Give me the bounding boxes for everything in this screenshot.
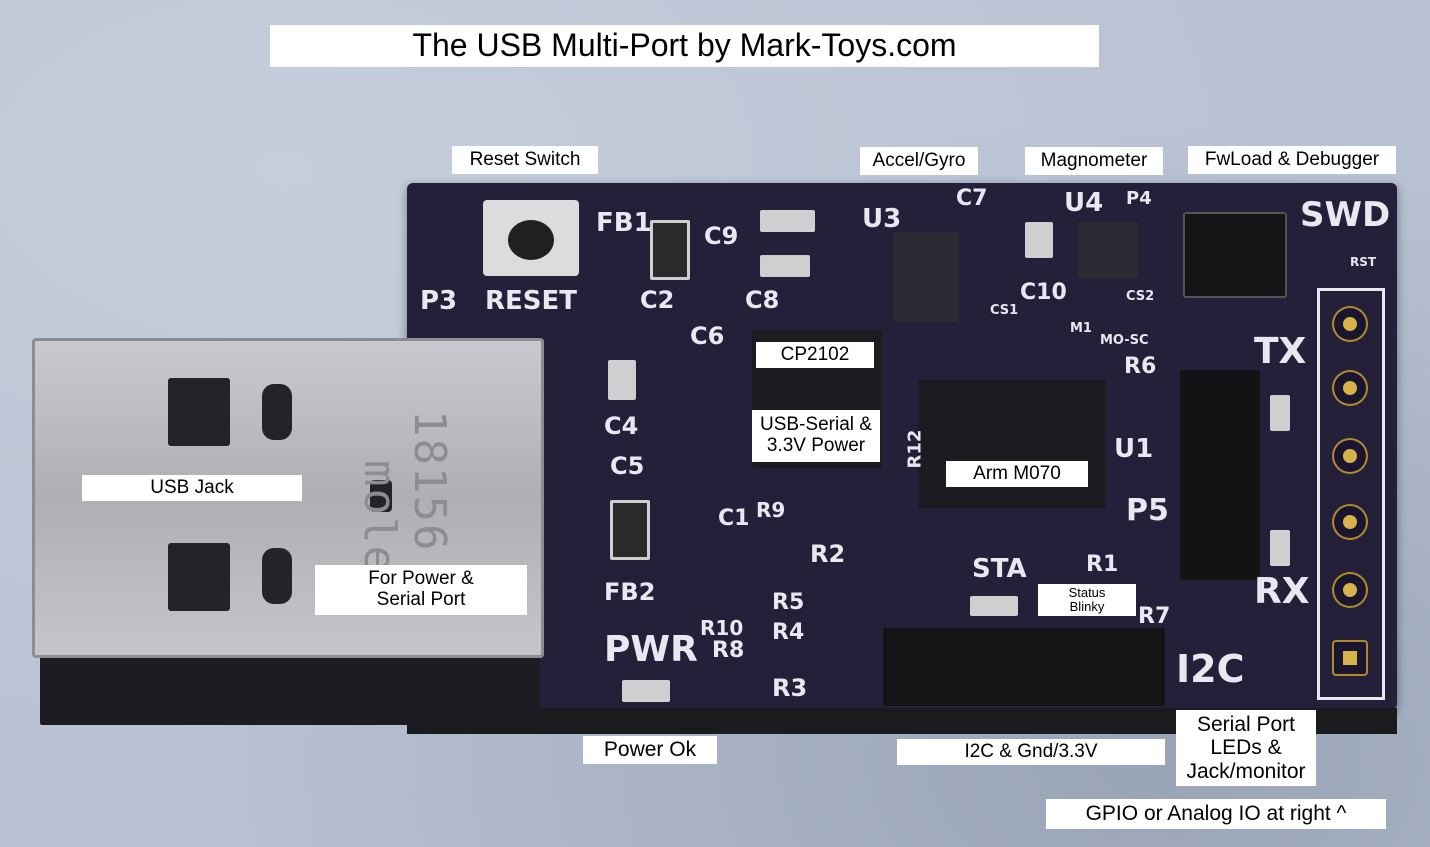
silk-tx: TX (1254, 331, 1307, 372)
silk-swd: SWD (1300, 195, 1391, 235)
silk-i2c: I2C (1176, 647, 1245, 691)
silk-u1: U1 (1114, 434, 1154, 464)
silk-r12: R12 (904, 429, 926, 469)
silk-r6: R6 (1124, 354, 1157, 379)
gpio-header-outline (1317, 288, 1385, 700)
gpio-pin[interactable] (1334, 372, 1366, 404)
callout-power-ok: Power Ok (583, 736, 717, 764)
silk-r5: R5 (772, 590, 805, 615)
silk-r7: R7 (1138, 604, 1171, 629)
swd-header[interactable] (1183, 212, 1287, 298)
gpio-pin[interactable] (1334, 574, 1366, 606)
reset-switch-button[interactable] (508, 220, 554, 260)
magnometer-chip (1078, 222, 1138, 278)
silk-c7: C7 (956, 186, 988, 211)
silk-c9: C9 (704, 222, 739, 250)
silk-p3: P3 (420, 286, 458, 316)
silk-r10: R10 (700, 616, 744, 640)
smd-c8 (760, 255, 810, 277)
gpio-pin[interactable] (1334, 308, 1366, 340)
silk-r9: R9 (756, 498, 786, 522)
smd-sta-led (970, 596, 1018, 616)
smd-pwr-led (622, 680, 670, 702)
smd-c4 (608, 360, 636, 400)
callout-for-power-serial: For Power & Serial Port (315, 565, 527, 615)
silk-sta: STA (972, 554, 1027, 584)
silk-r8: R8 (712, 638, 745, 663)
usb-slot-lower-right (262, 548, 292, 604)
silk-rx: RX (1254, 571, 1310, 612)
silk-r2: R2 (810, 540, 846, 568)
silk-c1: C1 (718, 506, 750, 531)
smd-rx-led (1270, 530, 1290, 566)
usb-jack-shadow (40, 655, 540, 725)
gpio-pin[interactable] (1334, 506, 1366, 538)
silk-c5: C5 (610, 452, 645, 480)
page-title: The USB Multi-Port by Mark-Toys.com (412, 27, 957, 64)
silk-u4: U4 (1064, 188, 1104, 218)
silk-c8: C8 (745, 286, 780, 314)
serial-jumper-block[interactable] (1180, 370, 1260, 580)
i2c-header[interactable] (883, 628, 1165, 706)
smd-tx-led (1270, 395, 1290, 431)
silk-r3: R3 (772, 674, 808, 702)
smd-fb1 (650, 220, 690, 280)
usb-slot-upper-right (262, 384, 292, 440)
callout-usb-jack: USB Jack (82, 475, 302, 501)
callout-i2c-gnd: I2C & Gnd/3.3V (897, 739, 1165, 765)
silk-u3: U3 (862, 204, 902, 234)
silk-c2: C2 (640, 286, 675, 314)
smd-fb2 (610, 500, 650, 560)
callout-status-blinky: Status Blinky (1038, 584, 1136, 616)
silk-fb1: FB1 (596, 208, 652, 238)
silk-c10: C10 (1020, 280, 1067, 305)
gpio-pin[interactable] (1334, 440, 1366, 472)
silk-cs2: CS2 (1126, 289, 1155, 304)
silk-mo-sc: MO-SC (1100, 333, 1149, 348)
callout-arm-m070: Arm M070 (946, 461, 1088, 487)
usb-slot-lower-left (168, 543, 230, 611)
callout-gpio-analog: GPIO or Analog IO at right ^ (1046, 799, 1386, 829)
title-banner: The USB Multi-Port by Mark-Toys.com (270, 25, 1099, 67)
silk-fb2: FB2 (604, 578, 656, 606)
silk-cs1: CS1 (990, 303, 1019, 318)
silk-r4: R4 (772, 620, 805, 645)
silk-c6: C6 (690, 322, 725, 350)
silk-rst: RST (1350, 255, 1377, 269)
silk-p4: P4 (1126, 188, 1152, 209)
silk-r1: R1 (1086, 552, 1119, 577)
arm-chip (918, 380, 1106, 508)
silk-reset: RESET (485, 286, 578, 316)
callout-magnometer: Magnometer (1025, 147, 1163, 175)
silk-p5: P5 (1126, 493, 1169, 528)
usb-small-hole (370, 480, 392, 512)
callout-serial-port-leds: Serial Port LEDs & Jack/monitor (1176, 710, 1316, 786)
callout-cp2102: CP2102 (756, 342, 874, 368)
smd-c9 (760, 210, 815, 232)
usb-slot-upper-left (168, 378, 230, 446)
callout-fwload-debugger: FwLoad & Debugger (1188, 146, 1396, 174)
callout-reset-switch: Reset Switch (452, 146, 598, 174)
smd-c10 (1025, 222, 1053, 258)
callout-usb-serial: USB-Serial & 3.3V Power (752, 410, 880, 462)
gpio-pin-square[interactable] (1334, 642, 1366, 674)
silk-pwr: PWR (604, 629, 698, 670)
accel-gyro-chip (893, 232, 959, 322)
callout-accel-gyro: Accel/Gyro (860, 147, 978, 175)
silk-c4: C4 (604, 412, 639, 440)
part-number-marking: 18156 (404, 410, 455, 553)
silk-m1: M1 (1070, 321, 1092, 336)
